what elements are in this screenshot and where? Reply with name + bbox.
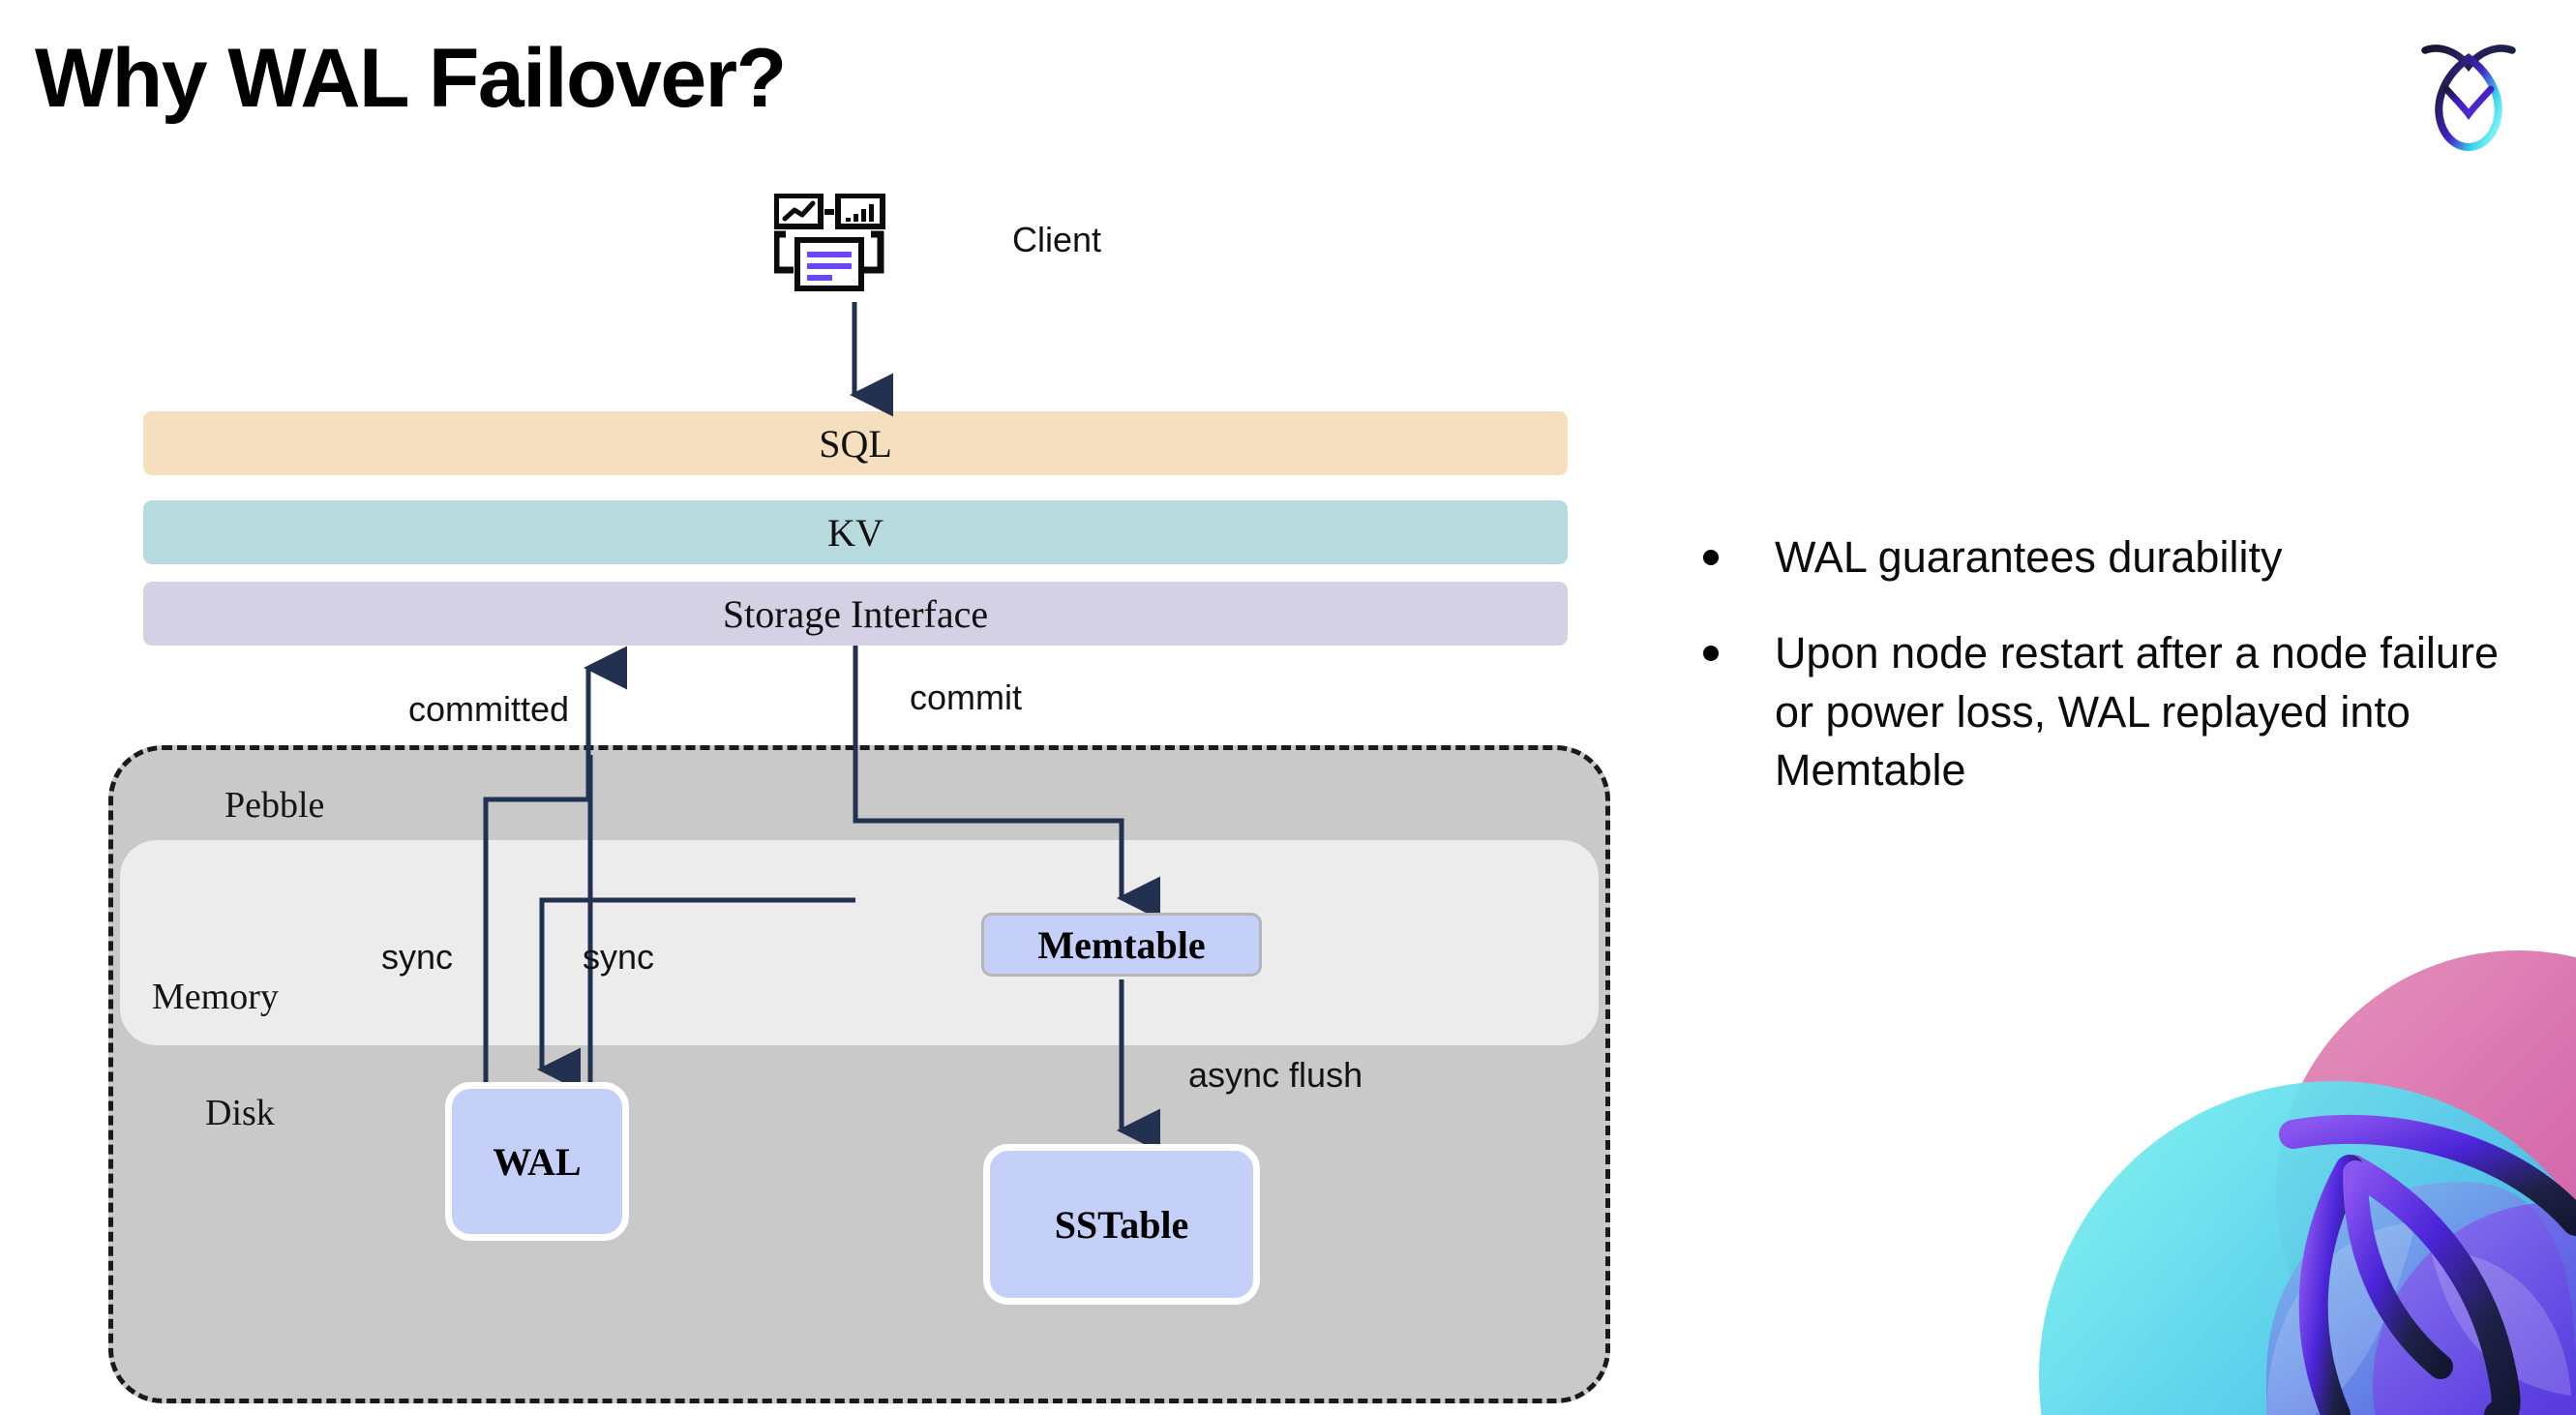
memory-region bbox=[120, 840, 1599, 1045]
bullet-text: Upon node restart after a node failure o… bbox=[1775, 627, 2499, 796]
page-title: Why WAL Failover? bbox=[35, 32, 787, 125]
layer-bar-kv: KV bbox=[143, 500, 1568, 564]
layer-bar-sql-label: SQL bbox=[819, 421, 892, 466]
edge-label-committed: committed bbox=[408, 689, 570, 729]
node-memtable-label: Memtable bbox=[1037, 922, 1206, 967]
bullet-text: WAL guarantees durability bbox=[1775, 532, 2283, 582]
disk-region-label: Disk bbox=[205, 1093, 275, 1133]
list-item: Upon node restart after a node failure o… bbox=[1703, 624, 2516, 800]
list-item: WAL guarantees durability bbox=[1703, 528, 2516, 587]
node-wal: WAL bbox=[445, 1082, 629, 1241]
layer-bar-storage-interface: Storage Interface bbox=[143, 582, 1568, 646]
node-wal-label: WAL bbox=[493, 1139, 582, 1184]
edge-label-commit: commit bbox=[910, 677, 1022, 717]
pebble-label: Pebble bbox=[225, 785, 325, 826]
bullet-dot-icon bbox=[1703, 550, 1719, 565]
client-monitor-icon bbox=[774, 194, 885, 291]
node-sstable: SSTable bbox=[983, 1144, 1260, 1305]
edge-label-sync-right: sync bbox=[583, 937, 655, 977]
decorative-logo-art bbox=[2039, 950, 2576, 1415]
node-memtable: Memtable bbox=[981, 913, 1262, 977]
bullet-list: WAL guarantees durability Upon node rest… bbox=[1703, 528, 2516, 837]
edge-label-async-flush: async flush bbox=[1188, 1055, 1363, 1095]
memory-region-label: Memory bbox=[152, 977, 279, 1017]
layer-bar-kv-label: KV bbox=[827, 510, 884, 555]
client-label: Client bbox=[1012, 220, 1102, 259]
layer-bar-storage-interface-label: Storage Interface bbox=[722, 591, 989, 636]
layer-bar-sql: SQL bbox=[143, 411, 1568, 475]
node-sstable-label: SSTable bbox=[1054, 1202, 1189, 1247]
cockroachdb-logo-icon bbox=[2421, 45, 2516, 151]
edge-label-sync-left: sync bbox=[381, 937, 454, 977]
bullet-dot-icon bbox=[1703, 645, 1719, 661]
